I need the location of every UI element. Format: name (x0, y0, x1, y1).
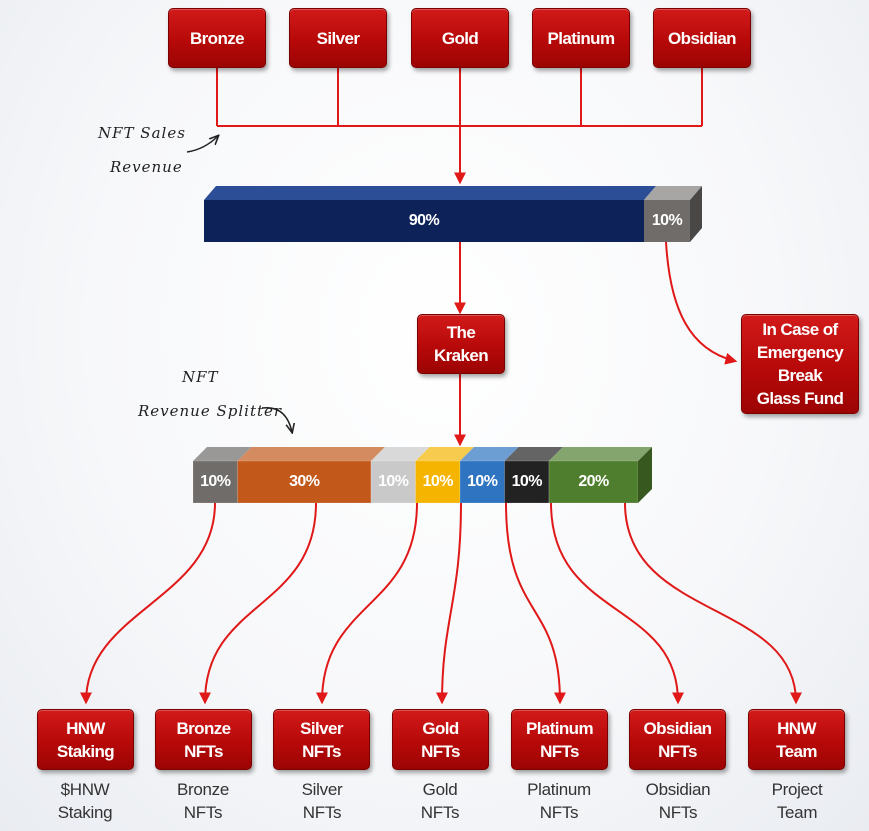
caption-platinum-nfts: Platinum NFTs (527, 780, 591, 822)
annotation-revenue-splitter: Revenue Splitter (138, 402, 283, 420)
dest-box-hnw-team[interactable]: HNW Team (748, 709, 845, 770)
top-bar-side-right (690, 186, 702, 242)
splitter-segment-top-bronze (237, 447, 385, 461)
caption-project-team: Project Team (771, 780, 823, 822)
caption-bronze-nfts: Bronze NFTs (176, 780, 230, 822)
emergency-fund-box[interactable]: In Case of Emergency Break Glass Fund (741, 314, 859, 414)
top-bar-side-label: 10% (651, 212, 683, 229)
splitter-segment-top-gold (415, 447, 474, 461)
flow-arrow-silver (316, 502, 418, 705)
splitter-label-silver: 10% (378, 473, 409, 490)
tier-box-bronze[interactable]: Bronze (168, 8, 266, 68)
flow-arrow-gold (436, 502, 462, 705)
dest-box-gold-nfts[interactable]: Gold NFTs (392, 709, 489, 770)
splitter-outflow-arrows (80, 502, 802, 705)
flow-arrow-platinum (505, 502, 566, 705)
flow-arrow-obsidian (550, 502, 684, 705)
sales-annotation-arrow (186, 136, 218, 153)
dest-box-bronze-nfts[interactable]: Bronze NFTs (155, 709, 252, 770)
kraken-box[interactable]: The Kraken (417, 314, 505, 374)
flow-arrow-staking (80, 502, 216, 705)
caption-silver-nfts: Silver NFTs (301, 780, 343, 822)
tier-box-obsidian[interactable]: Obsidian (653, 8, 751, 68)
splitter-segment-obsidian (504, 460, 550, 504)
splitter-label-staking: 10% (200, 473, 231, 490)
splitter-label-gold: 10% (422, 473, 454, 490)
splitter-segment-team (548, 460, 639, 504)
top-bar-main-label: 90% (408, 212, 440, 229)
flow-arrow-bronze (199, 502, 317, 705)
tier-collector-lines (216, 68, 703, 127)
splitter-bar-right-side (638, 447, 652, 503)
splitter-segment-top-team (549, 447, 652, 461)
dest-box-obsidian-nfts[interactable]: Obsidian NFTs (629, 709, 726, 770)
top-bar-main-top (204, 186, 656, 200)
top-split-bar (204, 186, 702, 242)
arrow-to-emergency (665, 241, 738, 365)
top-bar-main-front (204, 200, 644, 242)
top-bar-side-top (644, 186, 702, 200)
splitter-label-bronze: 30% (289, 473, 320, 490)
splitter-segment-top-obsidian (504, 447, 563, 461)
splitter-annotation-arrow (261, 406, 292, 432)
caption-hnw-staking: $HNW Staking (57, 780, 113, 822)
tier-box-gold[interactable]: Gold (411, 8, 509, 68)
splitter-bar (192, 447, 652, 504)
caption-gold-nfts: Gold NFTs (420, 780, 460, 822)
dest-box-hnw-staking[interactable]: HNW Staking (37, 709, 134, 770)
tier-box-platinum[interactable]: Platinum (532, 8, 630, 68)
splitter-segment-gold (415, 460, 461, 504)
splitter-segment-silver (370, 460, 416, 504)
splitter-segment-top-staking (193, 447, 252, 461)
caption-obsidian-nfts: Obsidian NFTs (645, 780, 711, 822)
splitter-label-obsidian: 10% (511, 473, 543, 490)
flow-arrow-team (624, 502, 802, 705)
annotation-nft: NFT (182, 368, 219, 386)
splitter-segment-top-silver (371, 447, 430, 461)
splitter-segment-top-platinum (460, 447, 519, 461)
top-bar-side-front (644, 200, 690, 242)
dest-box-platinum-nfts[interactable]: Platinum NFTs (511, 709, 608, 770)
annotation-nft-sales: NFT Sales (98, 124, 186, 142)
splitter-label-team: 20% (578, 473, 609, 490)
splitter-segment-platinum (459, 460, 505, 504)
splitter-segment-bronze (237, 460, 372, 504)
tier-box-silver[interactable]: Silver (289, 8, 387, 68)
annotation-revenue: Revenue (110, 158, 183, 176)
dest-box-silver-nfts[interactable]: Silver NFTs (273, 709, 370, 770)
splitter-label-platinum: 10% (467, 473, 498, 490)
